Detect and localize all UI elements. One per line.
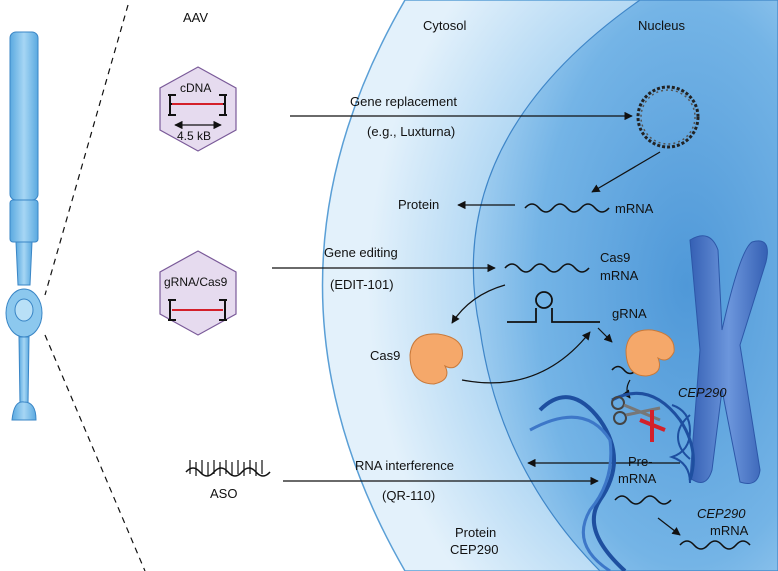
- mrna-top-label: mRNA: [615, 201, 654, 216]
- gene-editing-label: Gene editing: [324, 245, 398, 260]
- dna-helix-icon: [529, 391, 695, 571]
- grna-cas9-label: gRNA/Cas9: [164, 275, 228, 289]
- qr110-label: (QR-110): [382, 488, 435, 503]
- protein-bottom-label-2: CEP290: [450, 542, 498, 557]
- size-label: 4.5 kB: [177, 129, 211, 143]
- scissors-icon: [611, 396, 661, 425]
- cas9-mrna-label-2: mRNA: [600, 268, 639, 283]
- target-wave: [611, 365, 637, 375]
- callout-line-top: [44, 4, 129, 296]
- protein-bottom-label-1: Protein: [455, 525, 496, 540]
- aso-label: ASO: [210, 486, 237, 501]
- cut-mark-icon: [639, 410, 666, 442]
- chromosome-icon: [689, 235, 768, 484]
- cytosol-label: Cytosol: [423, 18, 466, 33]
- rna-interference-label: RNA interference: [355, 458, 454, 473]
- protein-top-label: Protein: [398, 197, 439, 212]
- dna-to-mrna-arrow: [591, 151, 661, 193]
- pre-mrna-label-1: Pre-: [628, 454, 653, 469]
- edit101-label: (EDIT-101): [330, 277, 394, 292]
- cep290-mrna-wave: [679, 540, 751, 550]
- aav-capsid-icon: [159, 250, 237, 336]
- pre-mrna-label-2: mRNA: [618, 471, 657, 486]
- cep290-mrna-label-1: CEP290: [697, 506, 746, 521]
- circular-dna-icon: [636, 85, 700, 149]
- nucleus-label: Nucleus: [638, 18, 685, 33]
- cas9-mrna-wave: [504, 263, 590, 273]
- grna-icon: [507, 291, 600, 323]
- photoreceptor-cell-icon: [5, 31, 43, 421]
- cep290-chrom-label: CEP290: [678, 385, 727, 400]
- cdna-label: cDNA: [180, 81, 211, 95]
- pre-mrna-wave: [614, 495, 672, 505]
- callout-line-bottom: [44, 334, 146, 571]
- cas9-protein-label: Cas9: [370, 348, 400, 363]
- aso-oligo-icon: [185, 460, 271, 477]
- cas9-protein-icon: [409, 333, 463, 385]
- gene-replacement-label: Gene replacement: [350, 94, 457, 109]
- grna-label: gRNA: [612, 306, 647, 321]
- mrna-wave-top: [524, 203, 610, 213]
- translation-arrow: [451, 284, 506, 324]
- grna-pointer-arrow: [597, 327, 613, 343]
- cas9-mrna-label-1: Cas9: [600, 250, 630, 265]
- cas9-grna-arrow: [461, 331, 591, 384]
- cas9-protein-icon: [625, 329, 675, 377]
- splicing-arrow: [657, 517, 681, 536]
- luxturna-label: (e.g., Luxturna): [367, 124, 455, 139]
- curl-arrow: [622, 379, 631, 399]
- cep290-mrna-label-2: mRNA: [710, 523, 749, 538]
- aav-label: AAV: [183, 10, 208, 25]
- aav-capsid-icon: [159, 66, 237, 152]
